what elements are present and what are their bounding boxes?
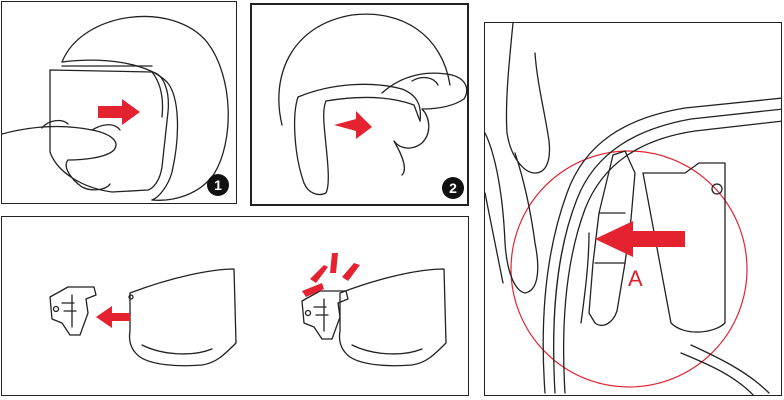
step-2-illustration: [252, 5, 469, 206]
hand-finger: [92, 125, 120, 130]
visor-clip-panel: [1, 216, 469, 396]
callout-label-a: A: [628, 266, 643, 292]
arrow-icon: [595, 221, 685, 257]
hand-lower: [2, 127, 116, 190]
arrow-icon: [334, 111, 372, 139]
step-2-panel: 2: [250, 3, 469, 206]
hand-icon: [485, 23, 549, 293]
detail-closeup-panel: A: [484, 22, 782, 396]
helmet-shell: [62, 16, 228, 200]
visor-edge: [326, 98, 420, 121]
step-number-badge: 2: [442, 177, 464, 199]
screw-hole: [712, 184, 722, 194]
visor-clip-illustration: [2, 217, 469, 396]
step-number-badge: 1: [207, 174, 229, 196]
detail-closeup-illustration: [485, 23, 782, 396]
visor-right: [339, 269, 446, 366]
step-1-illustration: [2, 2, 237, 204]
visor-left: [129, 269, 236, 366]
arrow-icon: [96, 306, 130, 328]
visor: [50, 70, 168, 192]
hand: [382, 73, 467, 175]
arrow-icon: [98, 99, 140, 125]
step-1-panel: 1: [1, 1, 237, 204]
